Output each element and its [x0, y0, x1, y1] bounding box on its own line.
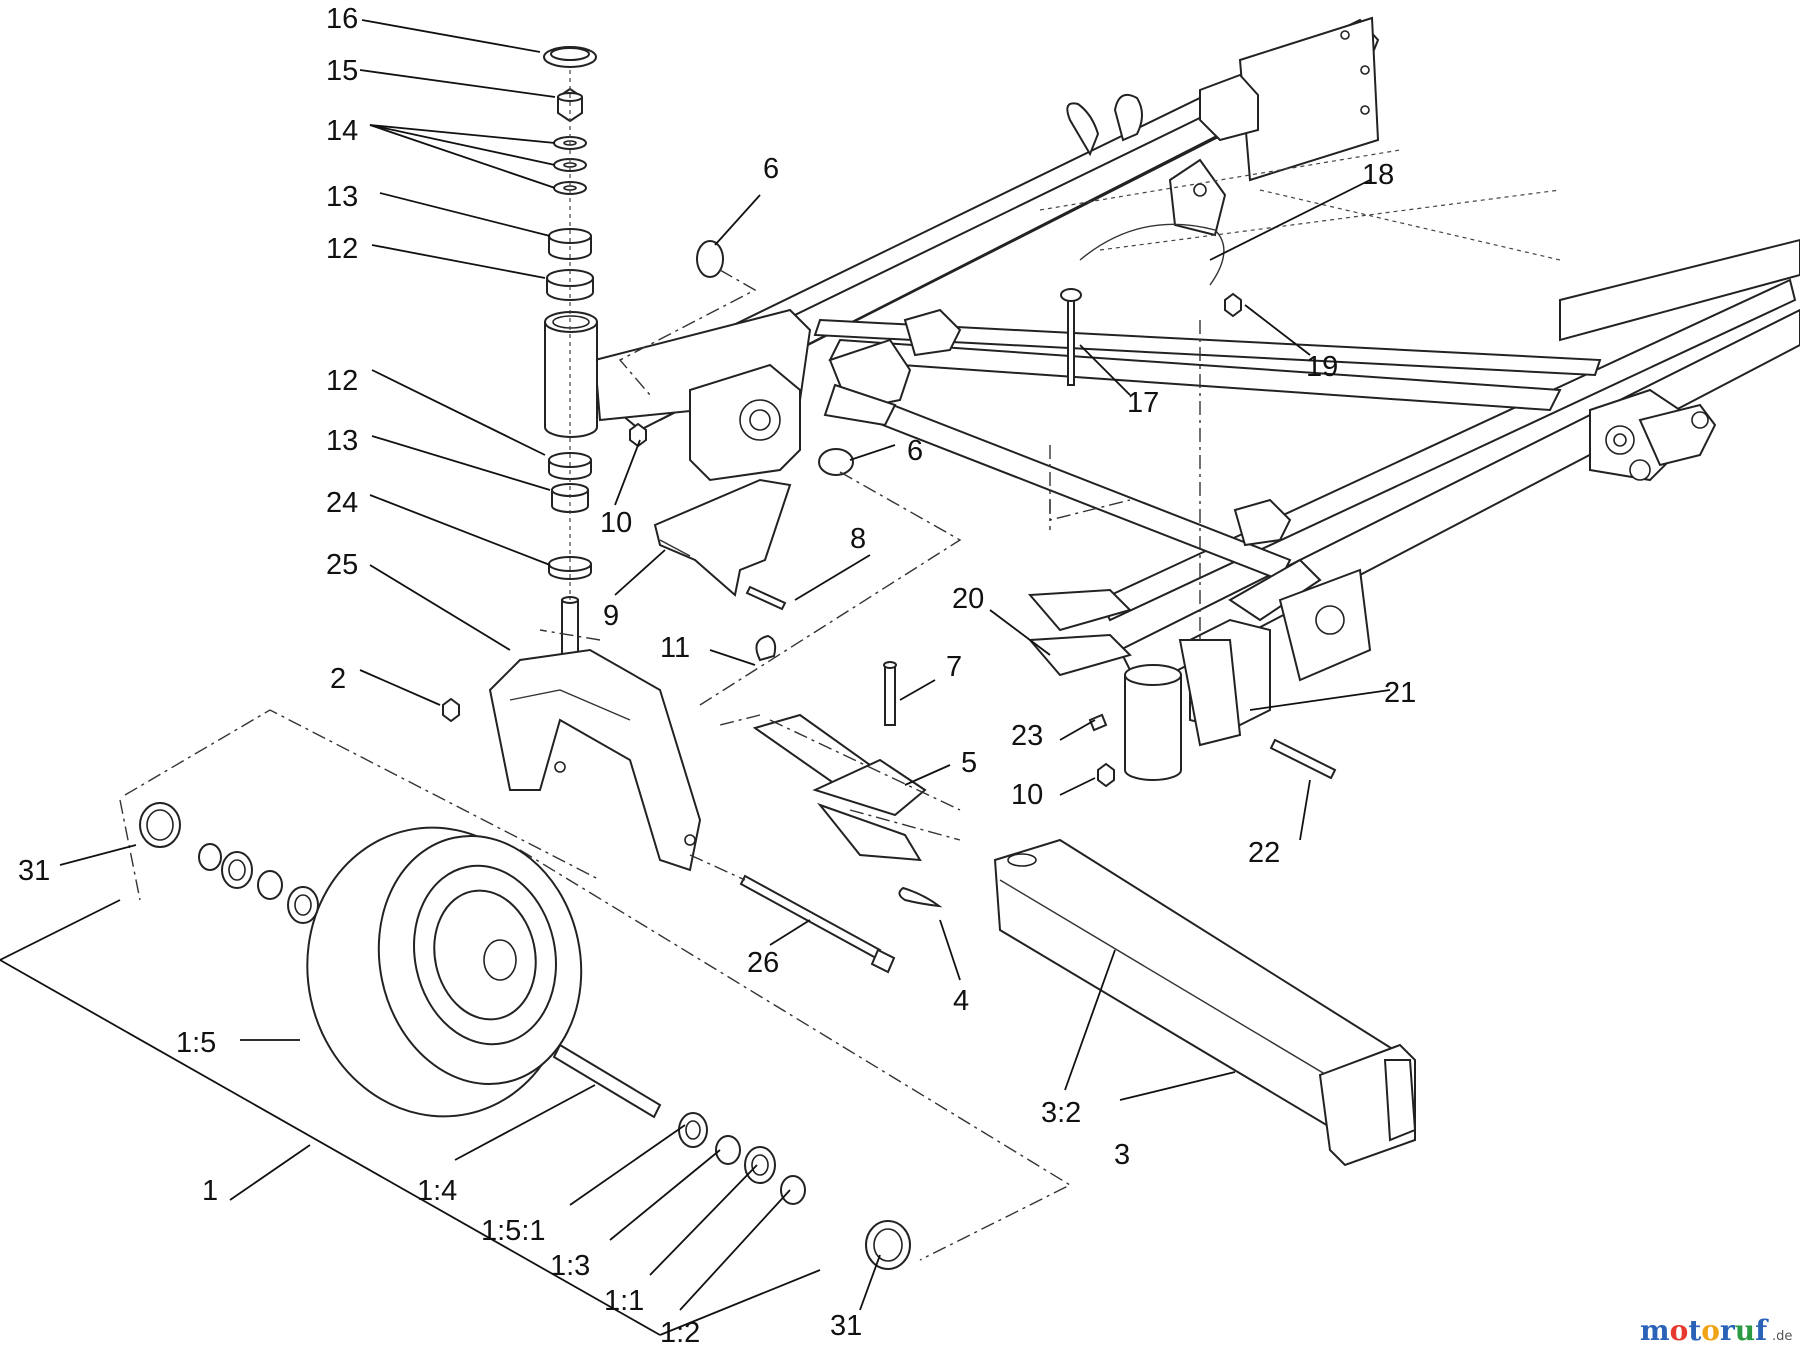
- watermark-logo: motoruf .de: [1640, 1314, 1792, 1347]
- caster-hardware-stack: [543, 46, 598, 711]
- washer-6-lower: [818, 448, 854, 476]
- screw-23: [1088, 713, 1108, 732]
- caster-mount-right: [1027, 588, 1242, 781]
- callout-18: 18: [1362, 159, 1394, 191]
- callout-1-2: 1:2: [660, 1317, 700, 1349]
- callout-21: 21: [1384, 677, 1416, 709]
- phantom-lines: [539, 269, 1201, 881]
- callout-31: 31: [830, 1310, 862, 1342]
- pin-lanyard: [1060, 223, 1225, 386]
- callout-10: 10: [1011, 779, 1043, 811]
- callout-13: 13: [326, 425, 358, 457]
- callout-1-3: 1:3: [550, 1250, 590, 1282]
- leader-lines: [0, 19, 1391, 1336]
- callout-12: 12: [326, 365, 358, 397]
- callout-5: 5: [961, 747, 977, 779]
- bracket-9: [653, 478, 792, 597]
- callout-6: 6: [763, 153, 779, 185]
- nut-19: [1224, 292, 1242, 318]
- mower-frame: [593, 16, 1800, 732]
- callout-4: 4: [953, 985, 969, 1017]
- callout-9: 9: [603, 600, 619, 632]
- bolt-8: [745, 585, 787, 611]
- wheel-bearings: [139, 802, 911, 1270]
- callout-23: 23: [1011, 720, 1043, 752]
- callout-1-4: 1:4: [417, 1175, 457, 1207]
- callout-labels: 16 15 14 13 12 12 13 24 25 2 31 1 1:5 1:…: [18, 3, 1416, 1349]
- callout-20: 20: [952, 583, 984, 615]
- callout-14: 14: [326, 115, 358, 147]
- washer-6-upper: [696, 240, 724, 278]
- wheel-assembly-outline: [119, 709, 1072, 1261]
- callout-1: 1: [202, 1175, 218, 1207]
- callout-2: 2: [330, 663, 346, 695]
- bolt-26: [739, 874, 896, 974]
- callout-19: 19: [1306, 351, 1338, 383]
- callout-16: 16: [326, 3, 358, 35]
- callout-3-2: 3:2: [1041, 1097, 1081, 1129]
- caster-fork: [488, 648, 702, 872]
- callout-17: 17: [1127, 387, 1159, 419]
- nut-10-left: [629, 422, 647, 448]
- callout-11: 11: [660, 632, 690, 664]
- callout-8: 8: [850, 523, 866, 555]
- callout-13: 13: [326, 181, 358, 213]
- hairpin-4: [898, 886, 943, 908]
- callout-25: 25: [326, 549, 358, 581]
- callout-26: 26: [747, 947, 779, 979]
- nut-2: [442, 697, 460, 723]
- callout-3: 3: [1114, 1139, 1130, 1171]
- callout-10: 10: [600, 507, 632, 539]
- callout-1-1: 1:1: [604, 1285, 644, 1317]
- bolt-22: [1269, 738, 1337, 780]
- callout-24: 24: [326, 487, 358, 519]
- watermark-suffix: .de: [1772, 1329, 1792, 1344]
- tow-bar: [993, 838, 1417, 1167]
- nut-10-right: [1097, 762, 1115, 788]
- callout-15: 15: [326, 55, 358, 87]
- callout-7: 7: [946, 651, 962, 683]
- callout-12: 12: [326, 233, 358, 265]
- callout-1-5-1: 1:5:1: [481, 1215, 546, 1247]
- svg-text:motoruf: motoruf: [1640, 1314, 1769, 1347]
- wheel-tire: [306, 826, 583, 1118]
- callout-6: 6: [907, 435, 923, 467]
- callout-1-5: 1:5: [176, 1027, 216, 1059]
- callout-31: 31: [18, 855, 50, 887]
- callout-22: 22: [1248, 837, 1280, 869]
- hitch-parts: [752, 634, 927, 862]
